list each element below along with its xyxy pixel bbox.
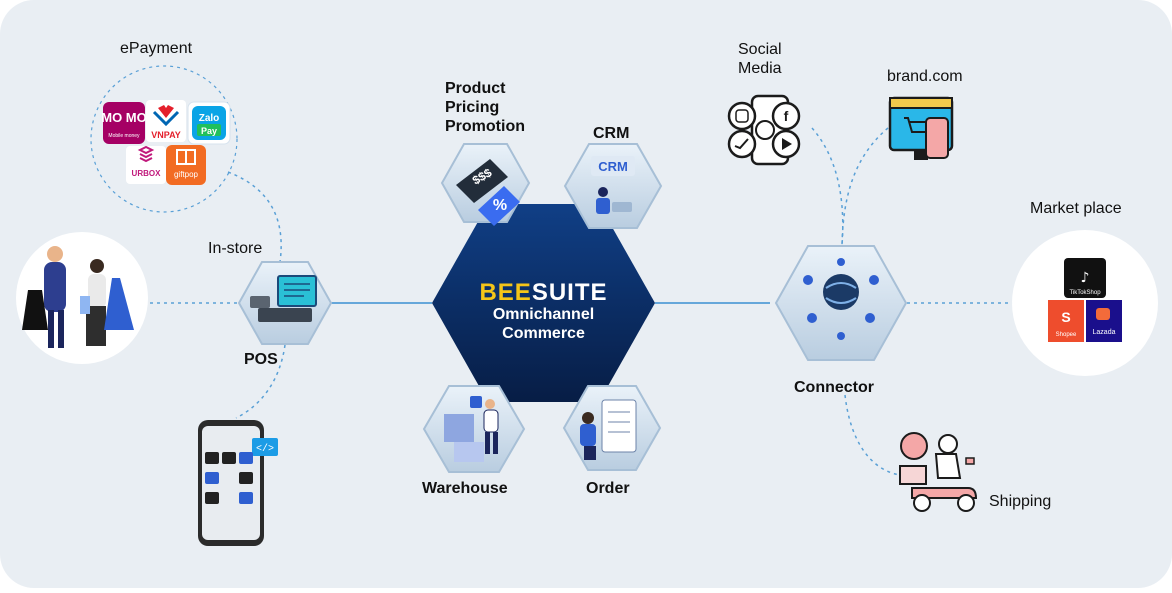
storefront-monitor bbox=[888, 96, 954, 160]
svg-text:giftpop: giftpop bbox=[174, 170, 199, 179]
brand-logo-part1: BEE bbox=[479, 279, 532, 306]
vnpay-logo: VNPAY bbox=[146, 100, 186, 142]
shipping-label: Shipping bbox=[989, 493, 1052, 510]
epayment-label: ePayment bbox=[120, 40, 193, 57]
crm-label: CRM bbox=[593, 125, 630, 142]
warehouse-hexagon bbox=[422, 385, 526, 473]
warehouse-label: Warehouse bbox=[422, 480, 508, 497]
momo-logo: MO MO Mobile money bbox=[101, 102, 147, 144]
svg-text:TikTokShop: TikTokShop bbox=[1069, 290, 1101, 296]
svg-text:f: f bbox=[784, 108, 789, 124]
brand-to-connector-dashed bbox=[841, 127, 889, 246]
lazada-logo: Lazada bbox=[1086, 300, 1122, 342]
market-place-label: Market place bbox=[1030, 200, 1122, 217]
svg-text:S: S bbox=[1061, 309, 1070, 325]
svg-text:VNPAY: VNPAY bbox=[151, 130, 181, 140]
crm-hexagon: CRM bbox=[563, 143, 663, 229]
order-label: Order bbox=[586, 480, 630, 497]
center-subtitle-line1: Omnichannel bbox=[492, 306, 595, 323]
delivery-scooter bbox=[899, 432, 978, 512]
epayment-to-pos-dashed bbox=[227, 171, 282, 263]
social-icons: f bbox=[727, 94, 801, 166]
svg-text:URBOX: URBOX bbox=[132, 169, 162, 178]
marketplace-circle bbox=[1012, 230, 1158, 376]
svg-text:%: % bbox=[493, 197, 507, 214]
svg-text:</>: </> bbox=[256, 443, 274, 455]
zalopay-logo: Zalo Pay bbox=[187, 101, 231, 145]
brand-logo: BEESUITE bbox=[432, 279, 655, 307]
svg-text:MO MO: MO MO bbox=[101, 110, 147, 125]
connector-hexagon bbox=[774, 245, 908, 361]
in-store-label: In-store bbox=[208, 240, 263, 257]
tiktok-shop-logo: ♪ TikTokShop bbox=[1064, 258, 1106, 298]
product-hexagon: $$$ % bbox=[440, 143, 531, 226]
connector-to-shipping-dashed bbox=[844, 394, 901, 476]
shoppers-illustration bbox=[16, 232, 148, 364]
brand-logo-part2: SUITE bbox=[531, 279, 608, 306]
svg-text:Shopee: Shopee bbox=[1056, 332, 1077, 338]
urbox-logo: URBOX bbox=[126, 145, 166, 184]
svg-text:♪: ♪ bbox=[1081, 270, 1090, 286]
smartphone-app: </> bbox=[198, 420, 278, 546]
shopee-logo: S Shopee bbox=[1048, 300, 1084, 342]
svg-text:Mobile money: Mobile money bbox=[108, 133, 140, 139]
svg-text:Zalo: Zalo bbox=[199, 113, 220, 124]
connector-label: Connector bbox=[794, 379, 874, 396]
svg-text:CRM: CRM bbox=[598, 159, 628, 174]
brand-com-label: brand.com bbox=[887, 68, 963, 85]
giftpop-logo: giftpop bbox=[166, 145, 206, 185]
product-label: Product Pricing Promotion bbox=[445, 80, 525, 135]
pos-hexagon bbox=[237, 261, 333, 345]
center-subtitle-line2: Commerce bbox=[502, 325, 585, 342]
svg-text:Pay: Pay bbox=[201, 126, 217, 136]
order-hexagon bbox=[562, 385, 662, 471]
epayment-circle bbox=[90, 65, 238, 213]
pos-label: POS bbox=[244, 351, 278, 368]
svg-text:Lazada: Lazada bbox=[1093, 329, 1116, 336]
social-media-label: Social Media bbox=[738, 41, 782, 77]
center-hexagon bbox=[432, 204, 655, 402]
